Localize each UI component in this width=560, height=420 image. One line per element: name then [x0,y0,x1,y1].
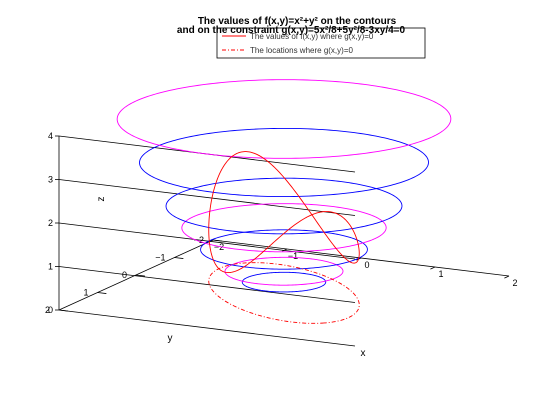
chart-title-line2: and on the constraint g(x,y)=5x²/8+5y²/8… [177,25,406,36]
z-tick-label: 0 [48,305,53,315]
x-tick-1 [430,266,436,270]
y-tick-0 [135,274,145,277]
legend-entry-locations: The locations where g(x,y)=0 [250,46,353,55]
contour-ring-3 [139,127,429,198]
legend-entry-values: The values of f(x,y) where g(x,y)=0 [250,32,374,41]
y-tick--2 [212,239,222,242]
constraint-curves [208,151,360,324]
x-axis-label: x [361,348,366,359]
contour-ring-1 [200,229,368,270]
z-gridline-2 [58,222,356,260]
y-tick-1 [97,292,107,294]
constraint-values-curve [208,151,360,274]
z-tick-label: 4 [48,131,53,141]
chart-title-line1: The values of f(x,y)=x²+y² on the contou… [198,16,397,27]
x-tick-label: −2 [214,242,224,252]
y-axis-label: y [168,333,173,344]
y-tick-label: −1 [155,253,165,263]
z-gridline-0 [58,309,356,347]
contour-ring-4 [116,79,452,159]
y-tick-label: 0 [122,270,127,280]
z-axis-label: z [96,197,107,202]
z-tick-label: 3 [48,175,53,185]
x-tick-label: 0 [364,260,369,270]
z-tick-label: 2 [48,218,53,228]
constraint-locations-curve [208,262,360,324]
legend: The values of f(x,y) where g(x,y)=0 The … [216,27,426,59]
contour-ring-2 [165,177,403,235]
z-tick-label: 1 [48,262,53,272]
z-gridline-1 [58,266,356,303]
contour-ring-1.5 [181,203,387,253]
y-tick-label: 1 [83,288,88,298]
x-tick-label: −1 [288,251,298,261]
x-tick-label: 1 [438,269,443,279]
z-gridline-3 [58,179,356,216]
y-tick--1 [174,257,184,259]
legend-box [216,27,426,59]
x-tick-label: 2 [512,278,517,288]
y-tick-label: 2 [45,305,50,315]
x-tick-2 [504,275,510,279]
contour-ring-0.25 [241,271,327,293]
